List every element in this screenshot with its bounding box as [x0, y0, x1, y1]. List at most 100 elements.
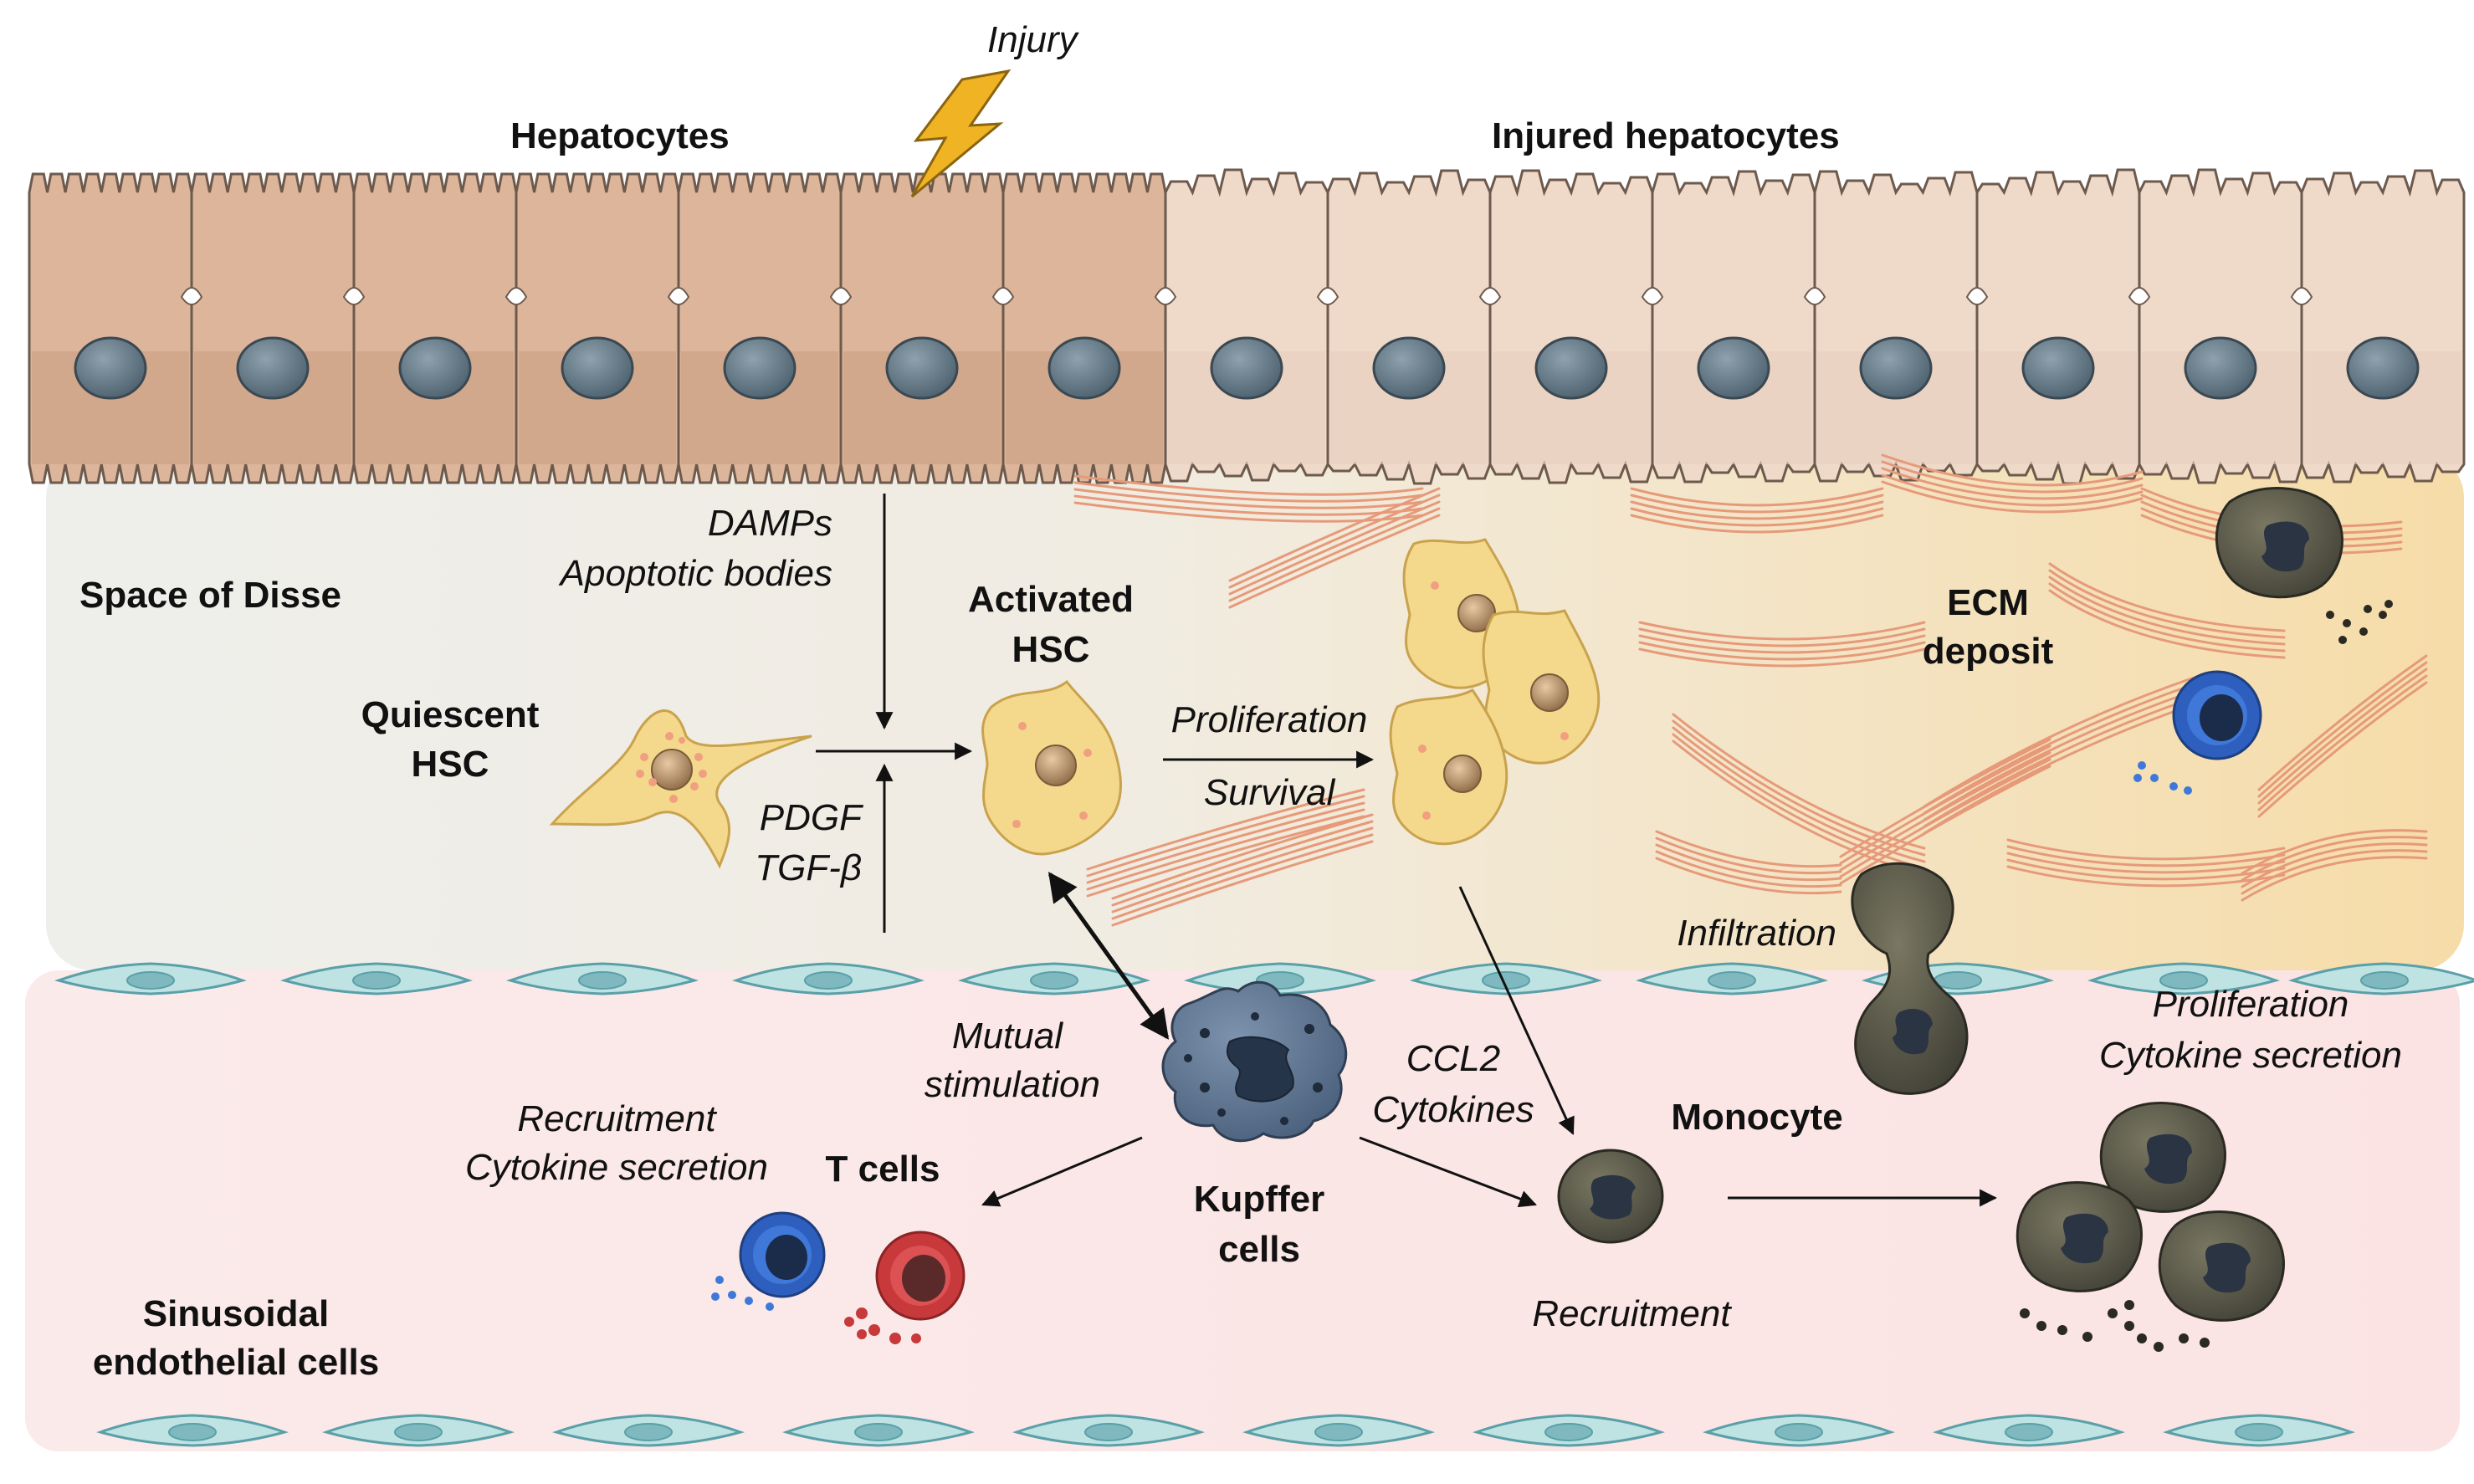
endothelial-cell — [1933, 1414, 2125, 1447]
injured-hepatocyte-cell — [1478, 169, 1654, 484]
endothelial-cell — [732, 962, 925, 995]
endothelial-cell — [1242, 1414, 1435, 1447]
injured-hepatocyte-cell — [1316, 169, 1492, 485]
label-recruitment-left: Recruitment — [517, 1098, 717, 1139]
hepatocyte-cell — [505, 172, 680, 484]
infiltrating-monocyte-cell — [1851, 862, 1969, 1095]
endothelial-cell — [1012, 1414, 1205, 1447]
label-endothelial-cells: endothelial cells — [93, 1342, 379, 1383]
sinusoid-band — [25, 970, 2460, 1451]
collagen-fiber-bundle — [1839, 738, 2051, 885]
collagen-fiber-bundle — [1086, 788, 1365, 898]
label-cytokine-secretion-left: Cytokine secretion — [465, 1147, 768, 1188]
label-tgfb: TGF-β — [755, 847, 862, 888]
endothelial-row-bottom — [96, 1414, 2355, 1447]
injury-lightning-icon — [910, 69, 1012, 198]
hepatocyte-cell — [28, 172, 193, 484]
label-cytokine-secretion-right: Cytokine secretion — [2099, 1035, 2402, 1076]
collagen-fiber-bundle — [1881, 453, 2144, 514]
kupffer-cell — [1161, 980, 1348, 1143]
collagen-fiber-bundle — [1228, 487, 1441, 609]
label-ccl2: CCL2 — [1406, 1038, 1501, 1079]
injured-hepatocyte-cell — [2290, 169, 2466, 484]
label-t-cells: T cells — [826, 1149, 940, 1190]
arrow-hsc-to-monocyte — [1458, 886, 1575, 1135]
collagen-fiber-bundle — [2241, 829, 2428, 902]
endothelial-cell — [552, 1414, 745, 1447]
collagen-fiber-bundle — [1073, 474, 1424, 523]
endothelial-cell — [54, 962, 247, 995]
macrophage-cell-ecm — [2215, 487, 2393, 644]
collagen-fiber-bundle — [1630, 487, 1884, 534]
t-cell-blue — [711, 1211, 826, 1311]
label-mutual: Mutual — [952, 1016, 1063, 1057]
label-hepatocytes: Hepatocytes — [510, 115, 730, 156]
endothelial-cell — [782, 1414, 975, 1447]
label-infiltration: Infiltration — [1677, 913, 1836, 954]
endothelial-cell — [2163, 1414, 2355, 1447]
hepatocyte-cell — [342, 172, 518, 484]
label-injured-hepatocytes: Injured hepatocytes — [1492, 115, 1840, 156]
arrow-kupffer-to-tcells — [981, 1136, 1143, 1207]
quiescent-hsc-cell — [549, 709, 812, 869]
hepatocyte-cell — [180, 172, 356, 484]
label-proliferation-right: Proliferation — [2153, 984, 2349, 1025]
label-survival: Survival — [1204, 772, 1336, 813]
label-cytokines: Cytokines — [1372, 1089, 1534, 1130]
injured-hepatocyte-cell — [1803, 170, 1979, 483]
endothelial-cell — [2288, 962, 2474, 995]
endothelial-cell — [2087, 962, 2280, 995]
hepatocyte-cell — [829, 172, 1005, 484]
hepatocyte-cell — [667, 172, 843, 484]
collagen-fiber-bundle — [1638, 621, 1926, 668]
arrow-kupffer-to-monocyte — [1359, 1136, 1537, 1208]
proliferating-monocyte-cluster — [2016, 1102, 2285, 1352]
collagen-fiber-bundle — [1655, 830, 1842, 895]
label-kupffer-cells: cells — [1218, 1229, 1300, 1270]
ecm-collagen-fibers — [1073, 453, 2428, 927]
label-hsc-activated: HSC — [1012, 629, 1090, 670]
label-recruitment-monocyte: Recruitment — [1532, 1293, 1732, 1334]
label-activated: Activated — [968, 579, 1134, 620]
label-kupffer: Kupffer — [1194, 1179, 1324, 1220]
endothelial-cell — [1473, 1414, 1665, 1447]
endothelial-cell — [1636, 962, 1828, 995]
label-proliferation: Proliferation — [1171, 699, 1368, 740]
label-space-of-disse: Space of Disse — [79, 575, 341, 616]
label-damps: DAMPs — [708, 503, 832, 544]
monocyte-cell — [1557, 1149, 1664, 1244]
arrows — [816, 494, 1998, 1208]
injured-hepatocyte-cell — [1641, 170, 1816, 484]
endothelial-cell — [1184, 962, 1376, 995]
label-ecm: ECM — [1947, 582, 2029, 623]
injured-hepatocyte-cell — [2128, 168, 2303, 484]
collagen-fiber-bundle — [1923, 671, 2210, 835]
injured-hepatocyte-cell — [1154, 168, 1329, 483]
collagen-fiber-bundle — [2048, 562, 2286, 659]
label-sinusoidal: Sinusoidal — [143, 1293, 329, 1334]
endothelial-cell — [1703, 1414, 1895, 1447]
injured-hepatocyte-cell — [1965, 168, 2141, 485]
label-injury: Injury — [987, 19, 1080, 60]
proliferating-hsc-cluster — [1389, 538, 1601, 846]
activated-hsc-cell — [981, 679, 1122, 856]
collagen-fiber-bundle — [2257, 654, 2428, 818]
t-cell-blue-ecm — [2133, 670, 2262, 795]
hepatocyte-cell — [991, 172, 1167, 484]
endothelial-cell — [506, 962, 699, 995]
hepatocyte-layer — [28, 168, 2466, 485]
collagen-fiber-bundle — [2006, 838, 2286, 888]
label-monocyte: Monocyte — [1671, 1097, 1842, 1138]
endothelial-cell — [1410, 962, 1602, 995]
t-cell-red — [844, 1231, 966, 1344]
label-pdgf: PDGF — [760, 797, 863, 838]
label-apoptotic-bodies: Apoptotic bodies — [558, 553, 832, 594]
label-quiescent: Quiescent — [361, 694, 540, 735]
endothelial-cell — [280, 962, 473, 995]
label-stimulation: stimulation — [925, 1064, 1100, 1105]
arrow-mutual-stimulation — [1047, 872, 1170, 1040]
endothelial-cell — [96, 1414, 289, 1447]
label-deposit: deposit — [1923, 631, 2054, 672]
